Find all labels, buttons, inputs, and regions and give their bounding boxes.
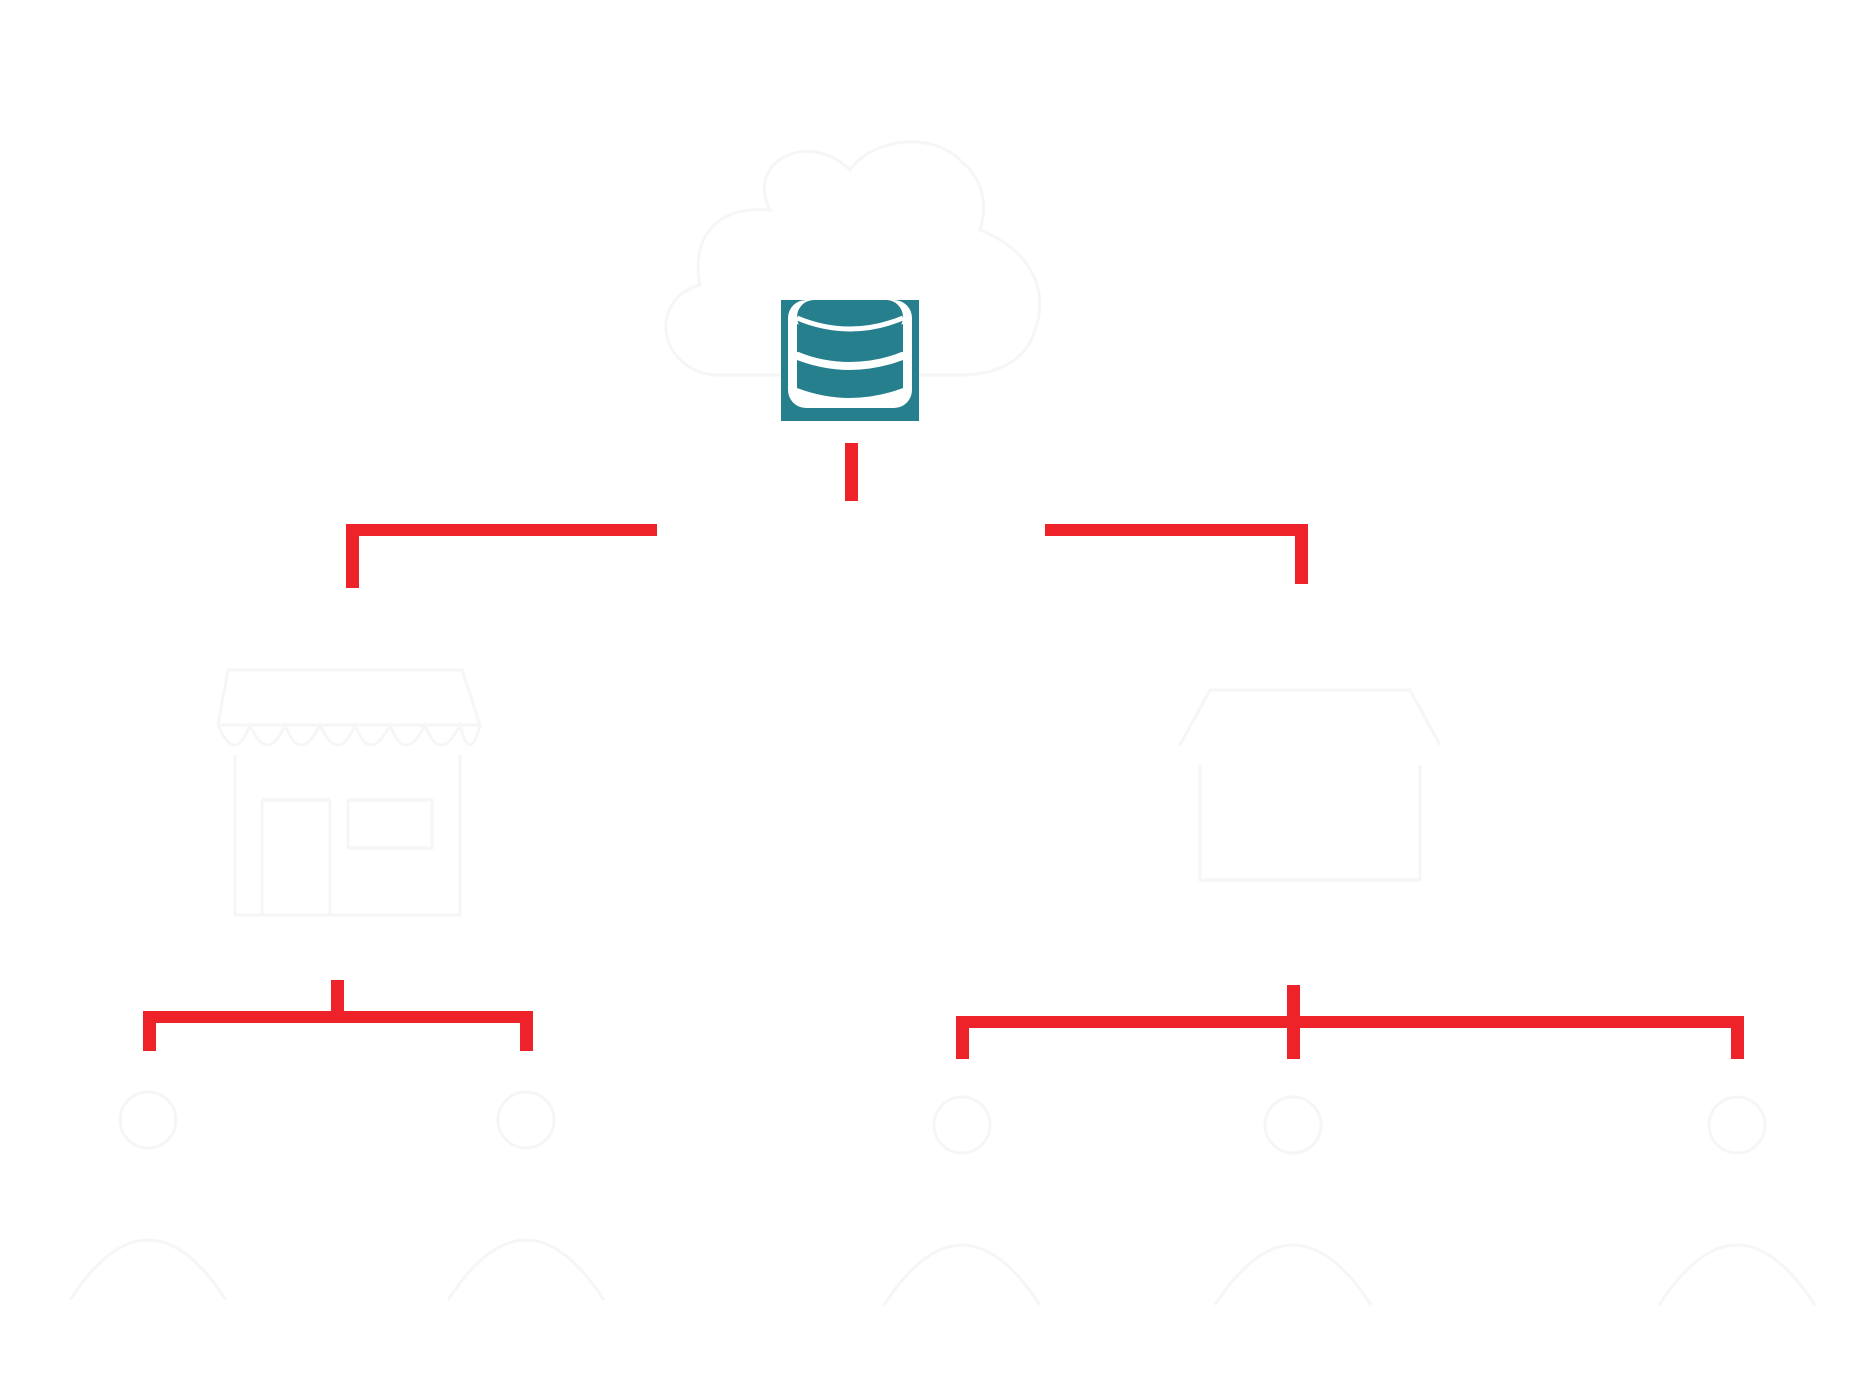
store-icon — [1178, 688, 1442, 882]
level-two-connectors — [346, 524, 1308, 588]
customer-icon — [882, 1095, 1042, 1306]
right-leaf-3 — [1657, 1095, 1817, 1306]
customer-icon — [68, 1090, 228, 1301]
root-node — [664, 140, 1042, 421]
left-leaf-1 — [68, 1090, 228, 1301]
database-disk-edge-2 — [796, 351, 904, 368]
right-bracket-vertical — [1295, 524, 1308, 584]
database-icon — [781, 300, 919, 421]
left-leaf-horizontal — [143, 1011, 533, 1023]
right-leaf-drop-1 — [956, 1016, 969, 1059]
database-disk-middle — [797, 324, 903, 362]
left-leaf-stub — [331, 980, 344, 1012]
database-disk-bottom — [797, 360, 903, 398]
right-bracket-horizontal — [1045, 524, 1305, 536]
left-leaf-drop-2 — [520, 1011, 533, 1051]
right-leaf-2 — [1213, 1095, 1373, 1306]
database-disk-edge-1 — [796, 315, 904, 332]
right-leaf-drop-3 — [1731, 1016, 1744, 1059]
customer-icon — [1657, 1095, 1817, 1306]
store-node — [1178, 688, 1442, 882]
customer-icon — [1213, 1095, 1373, 1306]
left-leaf-2 — [446, 1090, 606, 1301]
root-connector — [845, 443, 858, 501]
right-leaf-1 — [882, 1095, 1042, 1306]
right-leaf-horizontal — [956, 1016, 1744, 1028]
left-leaf-drop-1 — [143, 1011, 156, 1051]
left-bracket-horizontal — [346, 524, 657, 536]
root-stub — [845, 443, 858, 501]
storefront-node — [216, 668, 483, 917]
customer-icon — [446, 1090, 606, 1301]
left-leaves — [68, 1090, 606, 1301]
right-leaves — [882, 1095, 1817, 1306]
storefront-icon — [216, 668, 483, 917]
right-leaf-connectors — [956, 985, 1744, 1059]
left-leaf-connectors — [143, 980, 533, 1051]
cloud-outline-icon — [664, 140, 1042, 377]
left-bracket-vertical — [346, 524, 359, 588]
